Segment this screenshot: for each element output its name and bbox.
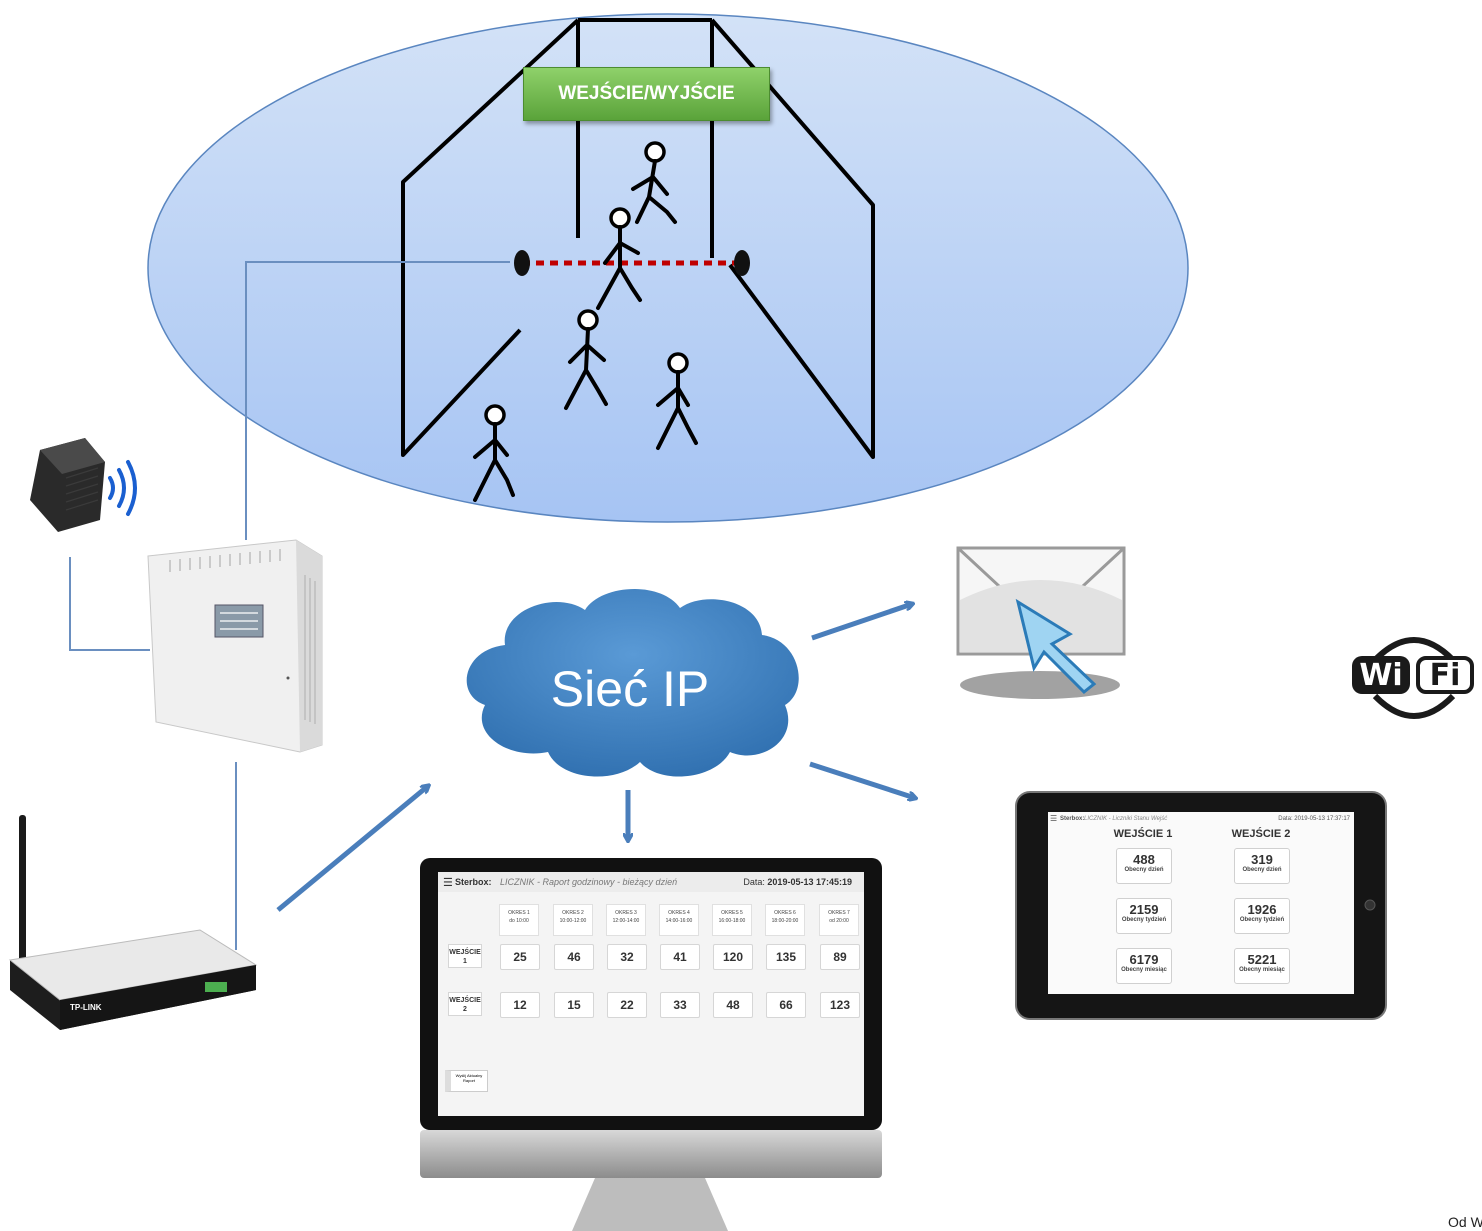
person-3 [564, 309, 608, 410]
period-header: OKRES 5 16:00-18:00 [712, 904, 752, 936]
tablet-screen: ☰ Sterbox: LICZNIK - Liczniki Stanu Wejś… [1048, 812, 1354, 994]
wireless-signal-icon [108, 460, 137, 516]
cloud-label: Sieć IP [550, 661, 710, 717]
detection-zone [147, 13, 1189, 523]
period-header: OKRES 7 od 20:00 [819, 904, 859, 936]
period-range: 10:00-12:00 [559, 918, 587, 924]
period-range: 12:00-14:00 [612, 918, 640, 924]
entrance-row-label: WEJŚCIE 1 [448, 944, 482, 968]
counter-label: Obecny miesiąc [1121, 967, 1167, 973]
count-cell: 41 [660, 944, 700, 970]
cursor-icon [1015, 598, 1097, 695]
counter-label: Obecny dzień [1242, 867, 1282, 873]
period-name: OKRES 4 [668, 910, 690, 916]
counter-value: 488 [1133, 852, 1155, 867]
entrance-label: WEJŚCIE/WYJŚCIE [523, 67, 770, 121]
menu-icon[interactable]: ☰ [1050, 814, 1058, 823]
period-header: OKRES 2 10:00-12:00 [553, 904, 593, 936]
counter-value: 319 [1251, 852, 1273, 867]
count-cell: 33 [660, 992, 700, 1018]
count-cell: 15 [554, 992, 594, 1018]
wifi-signal-icon [1372, 637, 1456, 719]
counter-value: 6179 [1129, 952, 1159, 967]
count-cell: 89 [820, 944, 860, 970]
tablet-header: ☰ Sterbox: LICZNIK - Liczniki Stanu Wejś… [1048, 812, 1354, 826]
counter-label: Obecny dzień [1124, 867, 1164, 873]
period-range: 16:00-18:00 [718, 918, 746, 924]
period-range: 14:00-16:00 [665, 918, 693, 924]
count-cell: 46 [554, 944, 594, 970]
entrance-column-title: WEJŚCIE 1 [1113, 828, 1173, 840]
person-1 [631, 141, 677, 224]
monitor-subtitle: LICZNIK - Raport godzinowy - bieżący dzi… [500, 877, 678, 887]
count-cell: 123 [820, 992, 860, 1018]
count-cell: 22 [607, 992, 647, 1018]
monitor-date: Data: 2019-05-13 17:45:19 [743, 877, 852, 887]
ip-cloud [466, 589, 799, 777]
entrance-column-title: WEJŚCIE 2 [1231, 828, 1291, 840]
person-2 [596, 207, 642, 310]
svg-text:TP-LINK: TP-LINK [70, 1003, 102, 1012]
tablet-app-name: Sterbox: [1060, 816, 1085, 822]
count-cell: 25 [500, 944, 540, 970]
wiring [69, 261, 510, 950]
send-report-button[interactable]: Wyślij Aktualny Raport [445, 1070, 488, 1092]
count-cell: 48 [713, 992, 753, 1018]
period-header: OKRES 1 do 10:00 [499, 904, 539, 936]
counter-label: Obecny miesiąc [1239, 967, 1285, 973]
tablet-subtitle: LICZNIK - Liczniki Stanu Wejść [1084, 816, 1168, 822]
wifi-logo: Wi Fi [1352, 636, 1474, 716]
tablet-date: Data: 2019-05-13 17:37:17 [1278, 816, 1350, 822]
period-header: OKRES 4 14:00-16:00 [659, 904, 699, 936]
entrance-row-label: WEJŚCIE 2 [448, 992, 482, 1016]
data-flow-arrows [276, 604, 915, 912]
period-name: OKRES 3 [615, 910, 637, 916]
count-cell: 32 [607, 944, 647, 970]
period-name: OKRES 5 [721, 910, 743, 916]
tablet-home-button [1364, 899, 1376, 911]
router: TP-LINK [8, 815, 258, 1030]
period-name: OKRES 6 [774, 910, 796, 916]
wifi-logo-left: Wi [1352, 656, 1410, 694]
count-cell: 12 [500, 992, 540, 1018]
monitor-screen: ☰ Sterbox: LICZNIK - Raport godzinowy - … [438, 872, 864, 1116]
person-5 [473, 404, 515, 502]
wifi-logo-right: Fi [1416, 656, 1474, 694]
monitor-app-name: Sterbox: [455, 877, 492, 887]
period-name: OKRES 1 [508, 910, 530, 916]
counter-value: 1926 [1247, 902, 1277, 917]
people-walking [473, 141, 698, 502]
period-header: OKRES 6 18:00-20:00 [765, 904, 805, 936]
counter-value: 5221 [1247, 952, 1277, 967]
person-4 [656, 352, 698, 450]
period-header: OKRES 3 12:00-14:00 [606, 904, 646, 936]
period-name: OKRES 2 [562, 910, 584, 916]
email-icon [956, 546, 1126, 699]
period-range: 18:00-20:00 [771, 918, 799, 924]
monitor-header: ☰ Sterbox: LICZNIK - Raport godzinowy - … [438, 872, 864, 892]
count-cell: 135 [766, 944, 806, 970]
period-name: OKRES 7 [828, 910, 850, 916]
footer-text: Od W [1448, 1214, 1482, 1230]
counter-label: Obecny tydzień [1239, 917, 1285, 923]
sensor-left [514, 250, 530, 276]
counter-label: Obecny tydzień [1121, 917, 1167, 923]
gate-walls [401, 18, 875, 459]
counter-value: 2159 [1129, 902, 1159, 917]
period-range: od 20:00 [829, 918, 849, 924]
period-range: do 10:00 [509, 918, 529, 924]
controller-box [147, 539, 323, 753]
sensor-beam [514, 250, 750, 276]
count-cell: 66 [766, 992, 806, 1018]
menu-icon[interactable]: ☰ [443, 877, 453, 889]
wireless-siren [30, 438, 137, 532]
count-cell: 120 [713, 944, 753, 970]
sensor-right [734, 250, 750, 276]
